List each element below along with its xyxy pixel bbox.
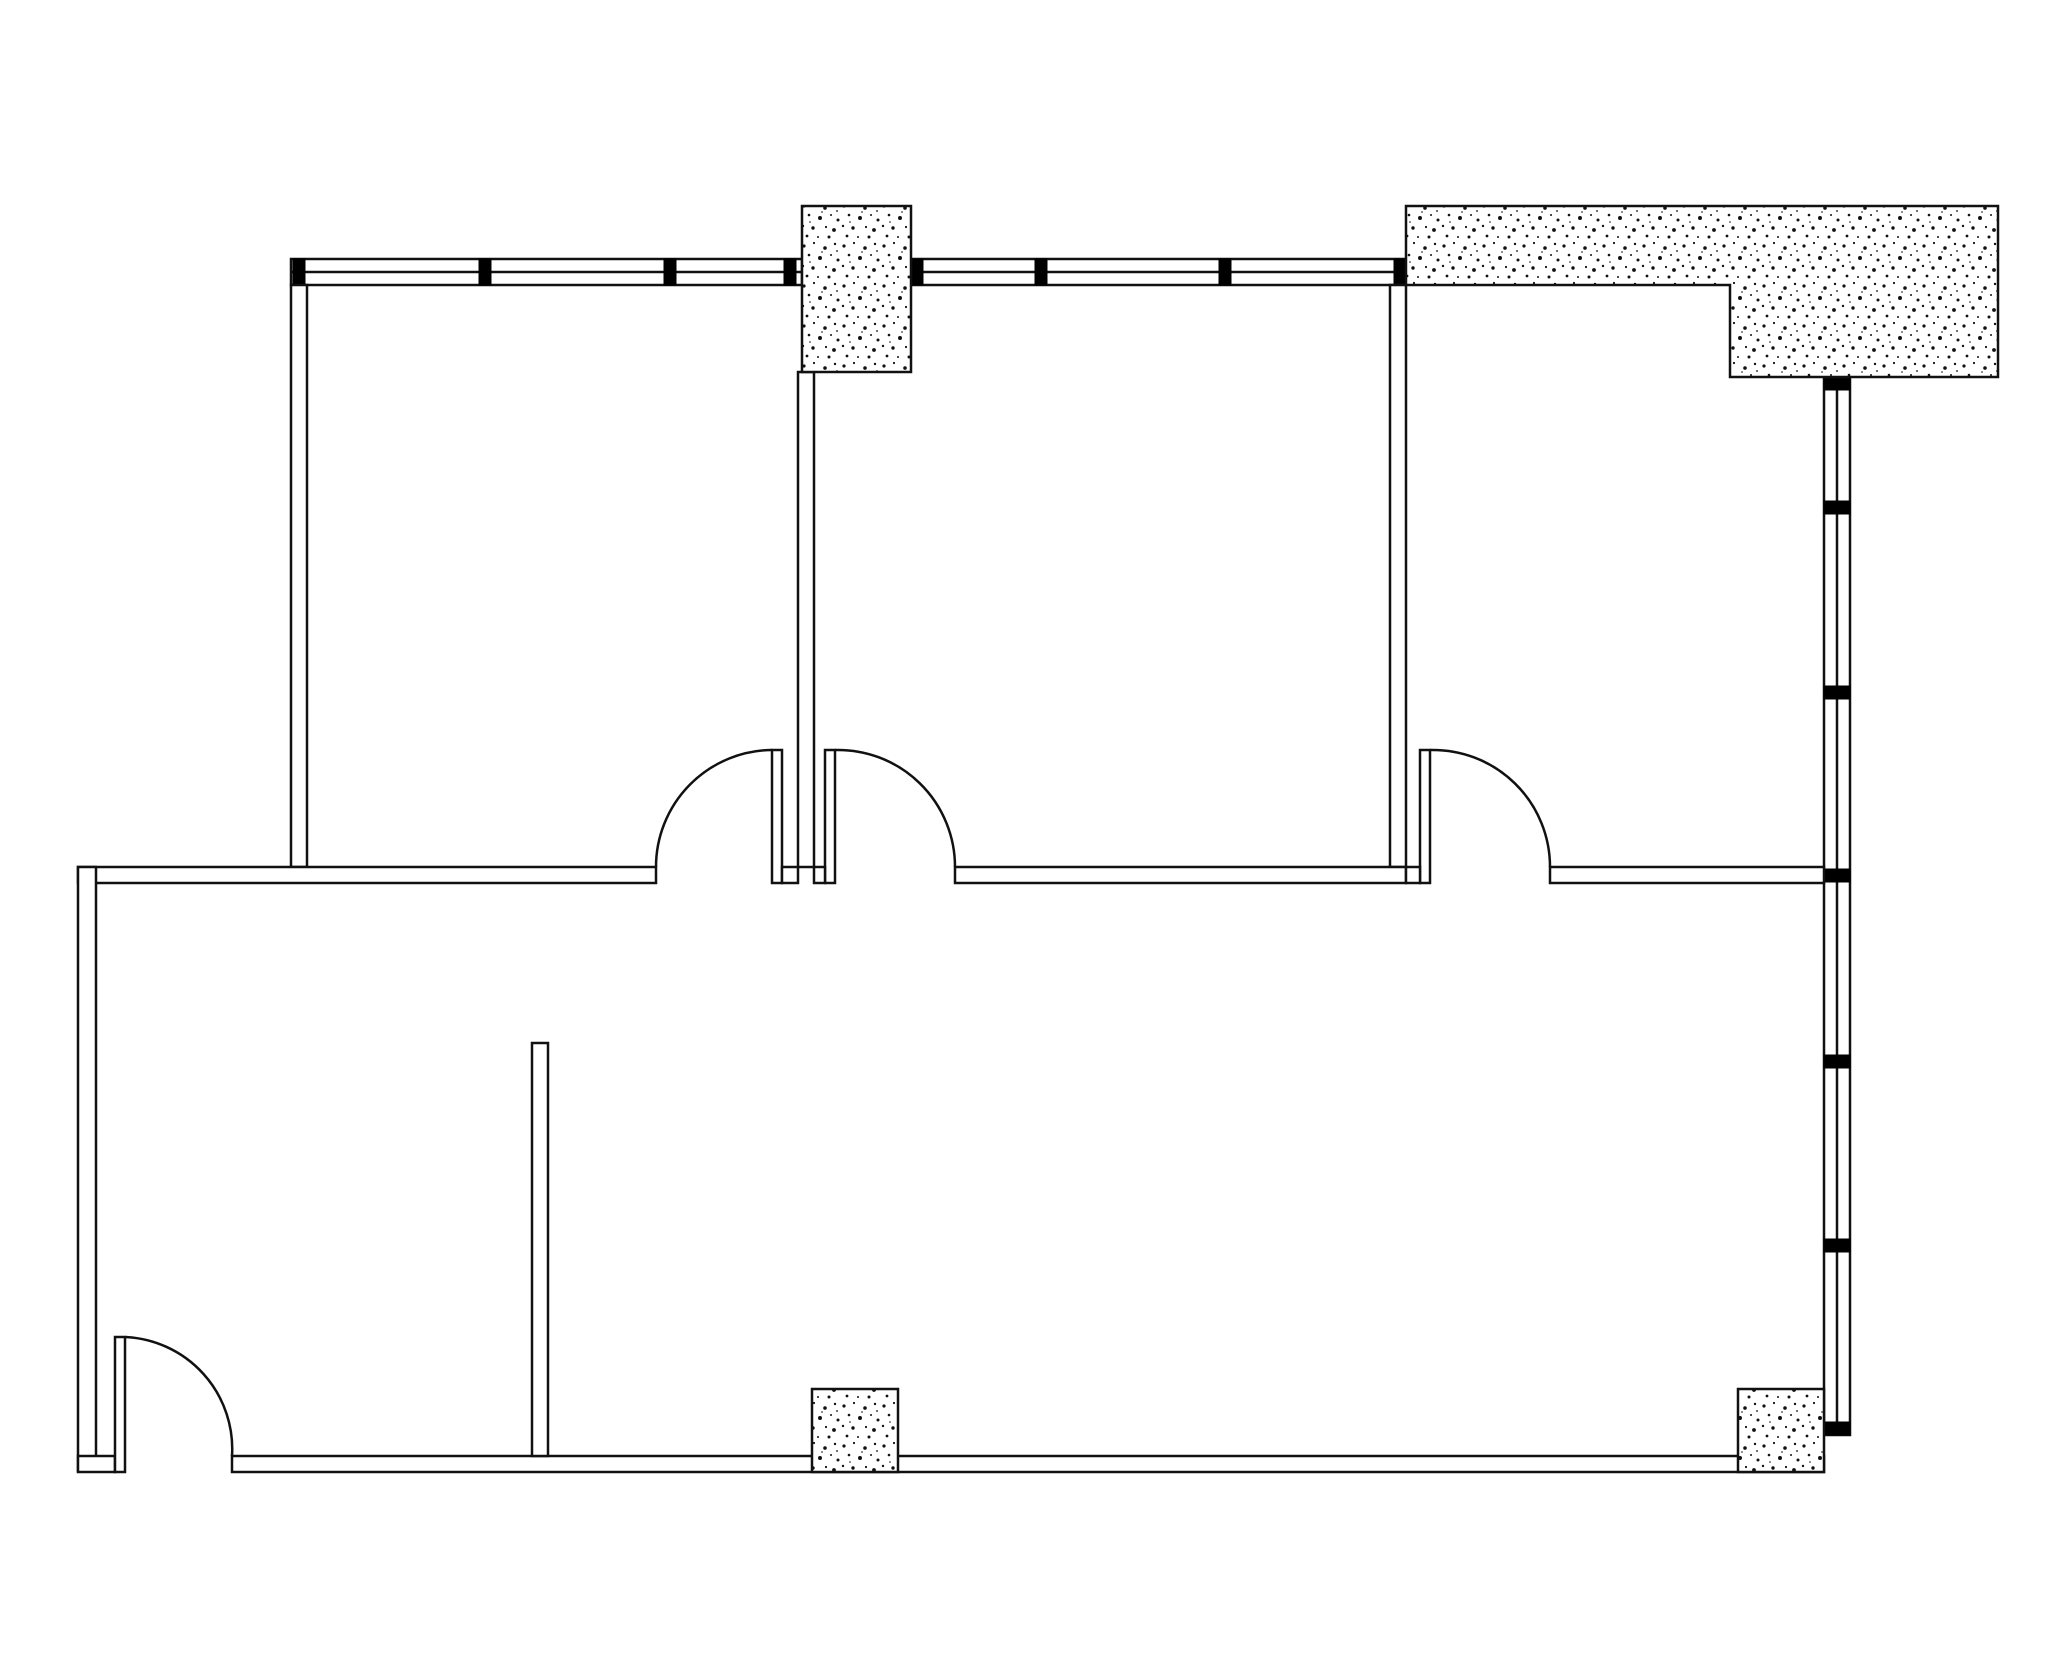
wall-office-1-left	[289, 283, 309, 869]
door-jamb-office-3	[1418, 748, 1432, 885]
mullion-right-2	[1823, 500, 1851, 515]
mullion-right-7	[1823, 1421, 1851, 1436]
wall-interior-partition	[530, 1041, 550, 1458]
column-bottom-right	[1736, 1387, 1826, 1474]
door-jamb-office-2-stub	[812, 865, 827, 885]
mullion-top-5	[910, 258, 924, 286]
wall-bottom-left-stub	[76, 1454, 117, 1474]
mullion-top-1	[292, 258, 306, 286]
mullion-top-4	[783, 258, 797, 286]
door-office-3	[1429, 748, 1552, 868]
wall-left-exterior	[76, 865, 98, 1473]
mullion-top-7	[1218, 258, 1232, 286]
column-top-right-l	[1404, 204, 2000, 379]
corridor-wall-middle	[953, 865, 1408, 885]
door-jamb-office-1	[770, 748, 784, 885]
mullion-right-6	[1823, 1238, 1851, 1253]
door-entry	[124, 1335, 234, 1457]
wall-bottom	[230, 1454, 1826, 1474]
door-jamb-office-2	[823, 748, 837, 885]
mullion-top-3	[663, 258, 677, 286]
mullion-top-6	[1034, 258, 1048, 286]
corridor-wall-left	[76, 865, 658, 885]
column-bottom-middle	[810, 1387, 900, 1474]
mullion-right-3	[1823, 685, 1851, 700]
mullion-top-8	[1393, 258, 1407, 286]
column-top-middle	[800, 204, 913, 374]
mullion-right-1	[1823, 376, 1851, 391]
door-jamb-office-3-stub	[1404, 865, 1422, 885]
door-office-2	[834, 748, 957, 868]
mullion-top-2	[478, 258, 492, 286]
wall-office-2-3-divider	[1388, 283, 1408, 869]
door-jamb-office-1-stub	[780, 865, 800, 885]
mullion-right-5	[1823, 1054, 1851, 1069]
door-jamb-entry	[113, 1335, 127, 1474]
wall-office-1-2-divider	[796, 370, 816, 869]
mullion-right-4	[1823, 868, 1851, 883]
corridor-wall-right	[1548, 865, 1826, 885]
door-office-1	[654, 748, 773, 868]
